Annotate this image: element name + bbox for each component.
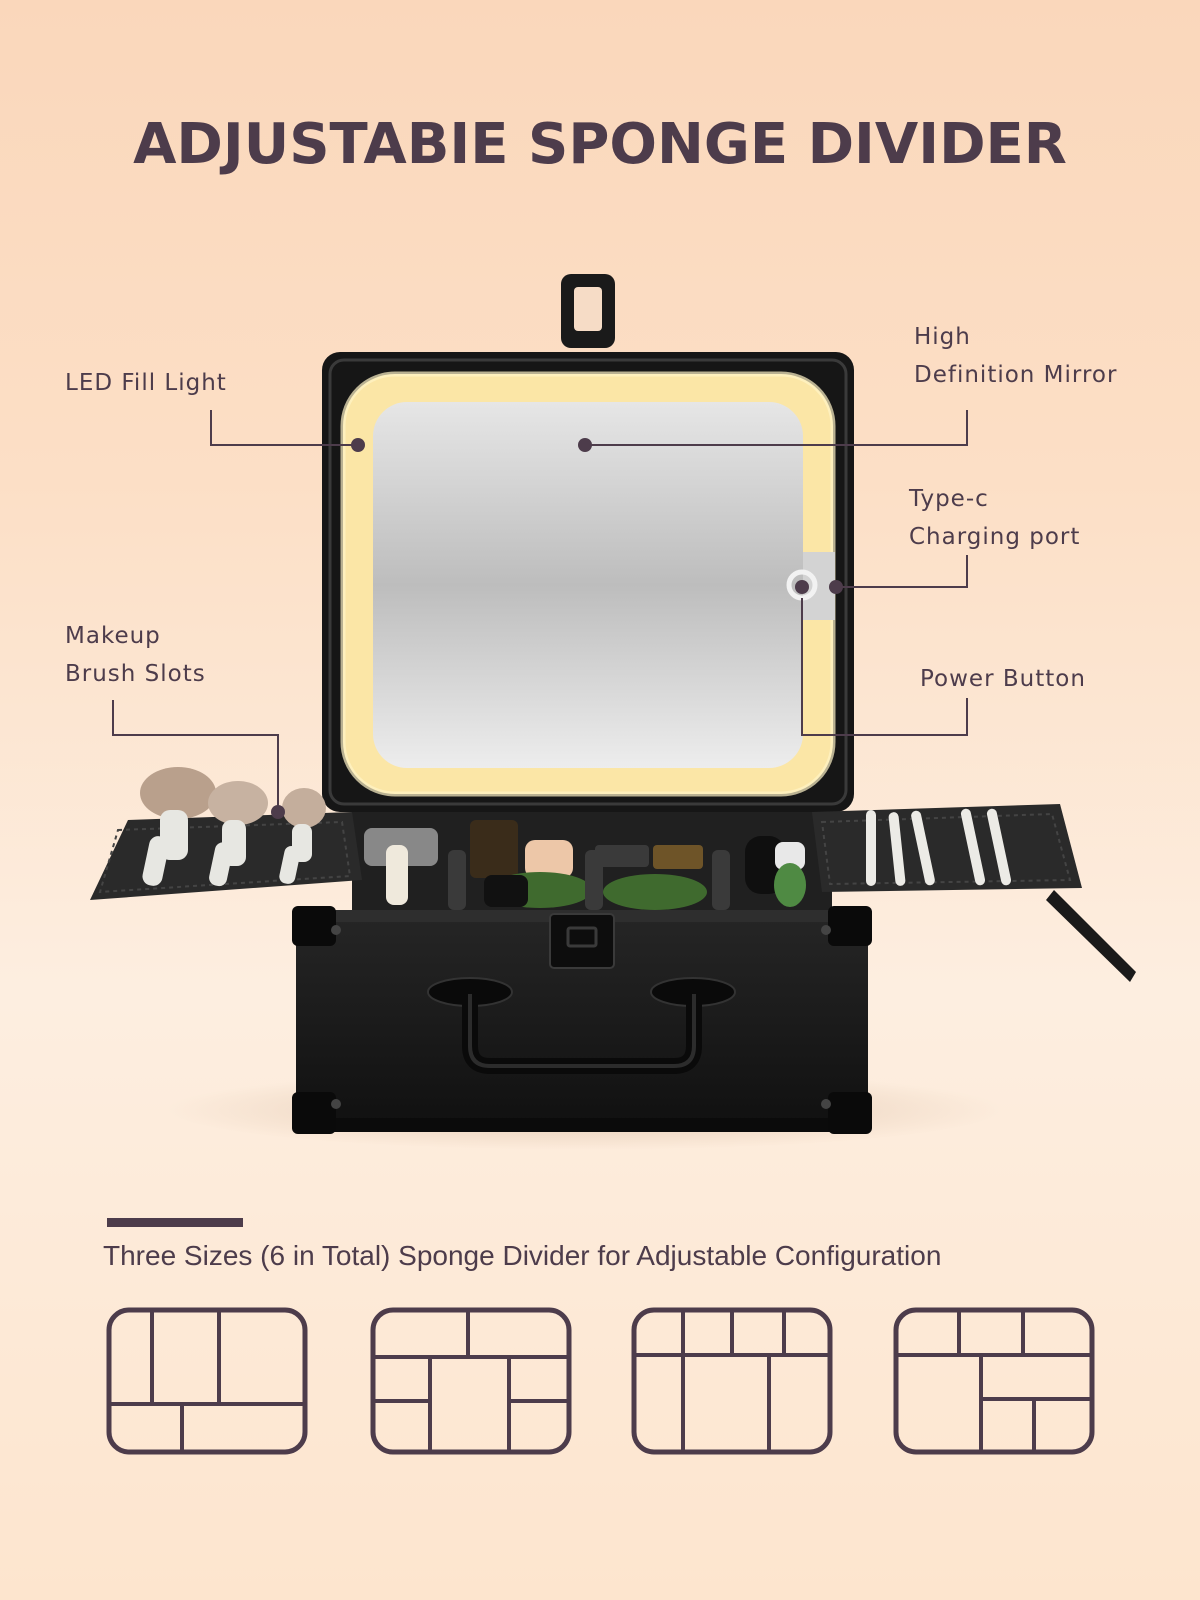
callout-leader-lines [112,410,968,812]
callout-brush-slots-line2: Brush Slots [65,661,206,687]
strap [1046,890,1136,982]
callout-brush-slots-line1: Makeup [65,623,161,649]
leader-power [801,598,968,736]
leader-mirror [585,410,968,446]
leader-led [210,410,358,446]
latch [549,913,615,969]
callout-type-c: Type-c Charging port [909,480,1080,556]
callout-type-c-line2: Charging port [909,524,1081,550]
callout-led-fill-light: LED Fill Light [65,364,227,402]
case-base [296,910,868,1132]
makeup-case-illustration [90,274,1136,1150]
mirror [373,402,803,768]
accent-bar [107,1218,243,1227]
brushes-left [140,767,326,887]
callout-mirror-line1: High [914,324,971,350]
callout-brush-slots: Makeup Brush Slots [65,617,206,693]
callout-dots [271,438,843,819]
divider-layout-4 [893,1307,1095,1455]
callout-type-c-line1: Type-c [909,486,989,512]
callout-led-fill-light-text: LED Fill Light [65,370,227,396]
callout-power-button: Power Button [920,660,1086,698]
leader-brush [112,700,279,812]
brushes-right [866,808,1012,886]
case-handle [427,977,736,1074]
subtitle: Three Sizes (6 in Total) Sponge Divider … [103,1240,942,1271]
divider-layout-1 [106,1307,308,1455]
callout-mirror: High Definition Mirror [914,318,1117,394]
divider-layout-3 [631,1307,833,1455]
leader-type-c [836,555,968,588]
callout-mirror-line2: Definition Mirror [914,362,1118,388]
page-title: ADJUSTABIE SPONGE DIVIDER [133,112,1067,177]
callout-power-button-text: Power Button [920,666,1086,692]
divider-layout-2 [370,1307,572,1455]
brush-flap-right [812,804,1082,892]
